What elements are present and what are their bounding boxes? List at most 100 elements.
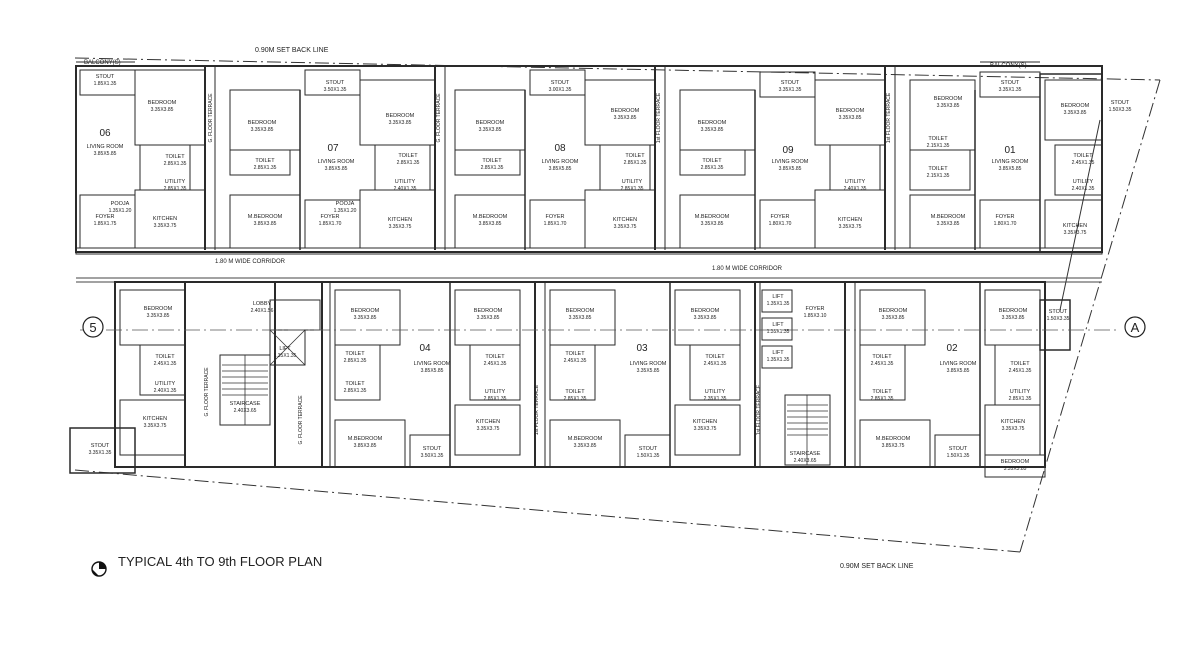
room-dim-top: 2.15X1.35: [927, 173, 950, 179]
room-name-bottom: UTILITY: [155, 381, 176, 387]
room-dim-bottom: 1.50X1.35: [637, 453, 660, 459]
room-dim-top: 1.85X1.35: [94, 81, 117, 87]
room-name-bottom: TOILET: [345, 381, 365, 387]
room-dim-bottom: 3.85X3.85: [354, 443, 377, 449]
room-dim-top: 2.85X1.35: [621, 186, 644, 192]
room-name-bottom: BEDROOM: [999, 308, 1028, 314]
room-name-top: M.BEDROOM: [695, 214, 730, 220]
room-name-top: LIVING ROOM: [772, 159, 809, 165]
room-dim-top: 2.45X1.35: [1072, 160, 1095, 166]
room-name-bottom: UTILITY: [1010, 389, 1031, 395]
room-dim-bottom: 3.35X3.85: [569, 315, 592, 321]
room-dim-bottom: 1.35X1.35: [767, 329, 790, 335]
room-dim-bottom: 2.40X1.35: [154, 388, 177, 394]
plan-title: TYPICAL 4th TO 9th FLOOR PLAN: [118, 554, 322, 569]
room-name-top: BEDROOM: [611, 108, 640, 114]
room-name-top: M.BEDROOM: [931, 214, 966, 220]
room-name-top: TOILET: [1073, 153, 1093, 159]
room-dim-top: 3.35X3.85: [701, 221, 724, 227]
room-name-bottom: STOUT: [91, 443, 110, 449]
room-dim-bottom: 3.35X3.85: [1004, 466, 1027, 472]
room-name-bottom: BEDROOM: [691, 308, 720, 314]
room-name-bottom: KITCHEN: [143, 416, 167, 422]
room-name-bottom: TOILET: [155, 354, 175, 360]
grid-marker-a: A: [1124, 316, 1146, 338]
room-name-bottom: STOUT: [423, 446, 442, 452]
room-dim-bottom: 2.45X1.35: [484, 361, 507, 367]
room-dim-top: 3.35X3.75: [1064, 230, 1087, 236]
room-dim-bottom: 2.40X3.65: [234, 408, 257, 414]
room-name-top: TOILET: [928, 136, 948, 142]
room-dim-bottom: 3.35X3.85: [574, 443, 597, 449]
room-name-bottom: TOILET: [565, 351, 585, 357]
terrace-label: 1st FLOOR TERRACE: [756, 384, 762, 435]
balcony-label-right: BALCONY(S): [990, 63, 1027, 69]
room-name-top: BEDROOM: [476, 120, 505, 126]
room-name-top: POOJA: [111, 201, 130, 207]
room-name-bottom: STOUT: [949, 446, 968, 452]
room-dim-top: 3.35X3.75: [614, 224, 637, 230]
room-name-top: LIVING ROOM: [992, 159, 1029, 165]
balcony-label-left: BALCONY(S): [84, 60, 121, 66]
room-dim-top: 2.85X1.35: [164, 186, 187, 192]
room-name-top: TOILET: [165, 154, 185, 160]
room-dim-top: 3.85X5.85: [999, 166, 1022, 172]
grid-label-5: 5: [89, 320, 96, 335]
bottom-block-walls: [69, 281, 1071, 478]
room-name-top: BEDROOM: [386, 113, 415, 119]
room-name-top: FOYER: [546, 214, 565, 220]
grid-label-a: A: [1131, 320, 1140, 335]
terrace-label: G. FLOOR TERRACE: [436, 93, 442, 143]
plan-title-group: TYPICAL 4th TO 9th FLOOR PLAN: [91, 554, 322, 577]
room-name-top: UTILITY: [622, 179, 643, 185]
room-dim-top: 3.35X3.85: [839, 115, 862, 121]
room-name-top: KITCHEN: [388, 217, 412, 223]
room-dim-top: 1.80X1.70: [994, 221, 1017, 227]
room-name-bottom: TOILET: [1010, 361, 1030, 367]
room-name-top: BEDROOM: [934, 96, 963, 102]
room-dim-top: 3.35X3.85: [1064, 110, 1087, 116]
room-dim-top: 1.50X3.35: [1109, 107, 1132, 113]
room-name-bottom: LIFT: [772, 294, 784, 300]
room-dim-top: 2.85X1.35: [481, 165, 504, 171]
room-dim-bottom: 3.35X3.75: [477, 426, 500, 432]
room-dim-top: 3.35X3.85: [937, 221, 960, 227]
room-name-top: FOYER: [321, 214, 340, 220]
room-name-bottom: TOILET: [872, 354, 892, 360]
room-name-bottom: LIVING ROOM: [414, 361, 451, 367]
room-name-top: STOUT: [781, 80, 800, 86]
room-name-top: UTILITY: [1073, 179, 1094, 185]
room-dim-top: 3.85X3.85: [479, 221, 502, 227]
room-name-bottom: KITCHEN: [693, 419, 717, 425]
corridor-label-right: 1.80 M WIDE CORRIDOR: [712, 266, 783, 272]
setback-label-bottom: 0.90M SET BACK LINE: [840, 563, 914, 570]
room-name-top: BEDROOM: [698, 120, 727, 126]
room-name-top: LIVING ROOM: [87, 144, 124, 150]
room-name-top: LIVING ROOM: [542, 159, 579, 165]
room-dim-top: 3.35X1.35: [999, 87, 1022, 93]
room-name-top: STOUT: [96, 74, 115, 80]
room-dim-bottom: 1.85X3.10: [804, 313, 827, 319]
room-dim-bottom: 2.35X1.35: [704, 396, 727, 402]
room-dim-top: 3.35X3.75: [389, 224, 412, 230]
room-dim-top: 3.35X3.75: [839, 224, 862, 230]
room-name-bottom: TOILET: [705, 354, 725, 360]
room-dim-top: 3.85X5.85: [94, 151, 117, 157]
room-dim-bottom: 1.50X3.35: [1047, 316, 1070, 322]
room-dim-bottom: 2.45X1.35: [1009, 368, 1032, 374]
room-name-top: KITCHEN: [153, 216, 177, 222]
room-name-top: STOUT: [1001, 80, 1020, 86]
room-dim-bottom: 1.35X1.35: [274, 353, 297, 359]
grid-marker-5: 5: [82, 316, 104, 338]
room-dim-bottom: 2.40X1.56: [251, 308, 274, 314]
unit-number: 07: [327, 143, 339, 154]
room-dim-bottom: 2.85X1.35: [484, 396, 507, 402]
room-name-top: FOYER: [771, 214, 790, 220]
room-name-bottom: LOBBY: [253, 301, 272, 307]
room-dim-bottom: 1.35X1.35: [767, 301, 790, 307]
terrace-label: G. FLOOR TERRACE: [298, 395, 304, 445]
room-name-top: BEDROOM: [1061, 103, 1090, 109]
room-dim-top: 3.85X5.85: [779, 166, 802, 172]
